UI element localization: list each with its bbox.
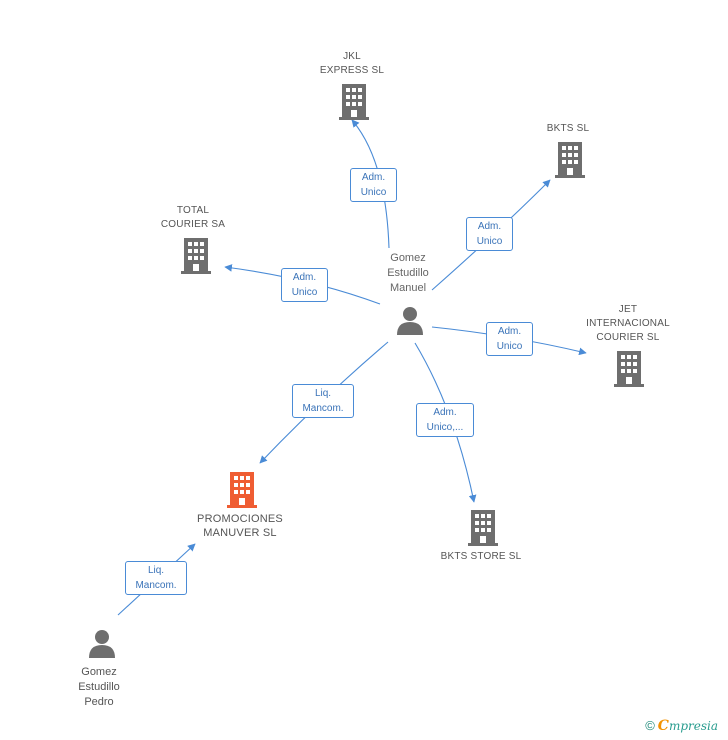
relation-badge: Adm. Unico,... [416, 403, 474, 437]
relation-badge: Liq. Mancom. [292, 384, 354, 418]
brand-footer: ©Cmpresia [645, 718, 718, 734]
node-label-gomez-estudillo-pedro[interactable]: Gomez Estudillo Pedro [78, 666, 120, 708]
node-label-jet-internacional[interactable]: JET INTERNACIONAL COURIER SL [586, 304, 670, 343]
building-icon[interactable] [614, 351, 644, 387]
relation-badge: Adm. Unico [466, 217, 513, 251]
node-label-promociones-manuver[interactable]: PROMOCIONES MANUVER SL [197, 513, 283, 539]
building-icon[interactable] [555, 142, 585, 178]
brand-logo-text: mpresia [668, 719, 718, 733]
relation-badge: Liq. Mancom. [125, 561, 187, 595]
node-label-bkts[interactable]: BKTS SL [546, 123, 590, 134]
node-label-bkts-store[interactable]: BKTS STORE SL [440, 551, 522, 562]
building-icon[interactable] [468, 510, 498, 546]
person-icon[interactable] [395, 305, 425, 335]
building-icon[interactable] [339, 84, 369, 120]
brand-logo-initial: C [657, 718, 669, 734]
relation-badge: Adm. Unico [350, 168, 397, 202]
node-label-jkl-express[interactable]: JKL EXPRESS SL [319, 51, 385, 76]
building-icon-highlighted[interactable] [227, 472, 257, 508]
node-label-total-courier[interactable]: TOTAL COURIER SA [160, 205, 226, 230]
person-icon[interactable] [87, 628, 117, 658]
building-icon[interactable] [181, 238, 211, 274]
copyright-symbol: © [645, 718, 655, 733]
node-label-gomez-estudillo-manuel[interactable]: Gomez Estudillo Manuel [387, 252, 429, 294]
relation-badge: Adm. Unico [281, 268, 328, 302]
relation-badge: Adm. Unico [486, 322, 533, 356]
